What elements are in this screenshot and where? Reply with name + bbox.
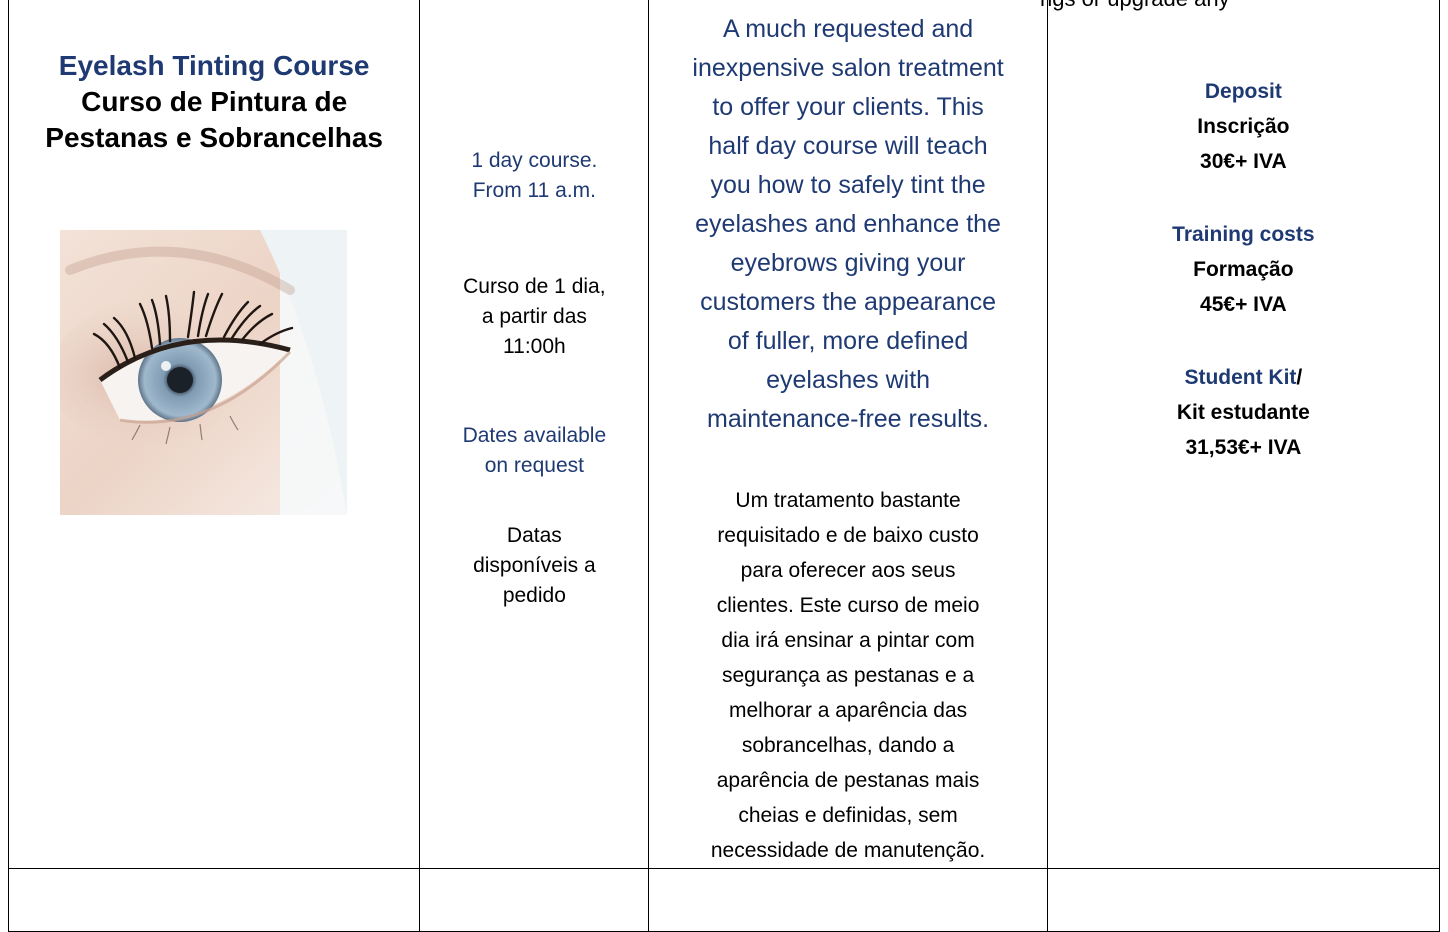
description-en-line: of fuller, more defined [727, 327, 969, 355]
empty-cell [648, 868, 1048, 932]
description-en: A much requested and inexpensive salon t… [663, 10, 1032, 439]
description-pt-line: segurança as pestanas e a [721, 664, 975, 687]
deposit-label-pt: Inscrição [1197, 115, 1290, 138]
description-en-line: to offer your clients. This [712, 93, 984, 121]
description-cell: A much requested and inexpensive salon t… [648, 0, 1048, 869]
description-en-line: you how to safely tint the [710, 171, 986, 199]
description-pt-line: sobrancelhas, dando a [741, 734, 955, 757]
course-title-pt-line1: Curso de Pintura de [81, 86, 348, 117]
course-title-pt-line2: Pestanas e Sobrancelhas [45, 122, 383, 153]
course-row: Eyelash Tinting Course Curso de Pintura … [7, 0, 1441, 869]
description-en-line: customers the appearance [700, 288, 997, 316]
description-pt-line: melhorar a aparência das [729, 699, 968, 722]
description-en-line: half day course will teach [708, 132, 988, 160]
training-price: 45€+ IVA [1200, 293, 1287, 316]
deposit-price: 30€+ IVA [1200, 150, 1287, 173]
description-pt-line: necessidade de manutenção. [710, 839, 986, 862]
kit-price: 31,53€+ IVA [1185, 436, 1302, 459]
empty-row [7, 868, 1441, 932]
eye-photo [60, 230, 347, 515]
duration-pt-line2: a partir das [481, 305, 587, 328]
pricing-cell: Deposit Inscrição 30€+ IVA Training cost… [1046, 0, 1441, 869]
description-en-line: eyelashes and enhance the [695, 210, 1001, 238]
course-table: Eyelash Tinting Course Curso de Pintura … [7, 0, 1441, 932]
kit-label-en: Student Kit [1184, 366, 1297, 389]
description-en-line: eyebrows giving your [730, 249, 966, 277]
dates-en-line1: Dates available [462, 424, 607, 447]
duration-en-line2: From 11 a.m. [472, 179, 597, 202]
description-pt-line: requisitado e de baixo custo [717, 524, 979, 547]
empty-cell [7, 868, 421, 932]
description-en-line: eyelashes with [766, 366, 931, 394]
description-pt: Um tratamento bastante requisitado e de … [663, 483, 1032, 868]
description-pt-line: cheias e definidas, sem [738, 804, 958, 827]
kit-slash: / [1296, 366, 1303, 389]
duration-pt-line3: 11:00h [503, 335, 566, 358]
dates-pt-line1: Datas [506, 524, 562, 547]
dates-pt-line2: disponíveis a [473, 554, 596, 577]
description-en-line: inexpensive salon treatment [692, 54, 1004, 82]
kit-label-en-row: Student Kit/ [1048, 360, 1439, 395]
course-title-cell: Eyelash Tinting Course Curso de Pintura … [7, 0, 421, 869]
training-label-en: Training costs [1172, 223, 1315, 246]
deposit-label-en: Deposit [1204, 80, 1282, 103]
description-pt-line: para oferecer aos seus [740, 559, 956, 582]
description-pt-line: clientes. Este curso de meio [716, 594, 980, 617]
empty-cell [1046, 868, 1441, 932]
description-pt-line: Um tratamento bastante [735, 489, 961, 512]
dates-pt-line3: pedido [502, 584, 566, 607]
duration-en-line1: 1 day course. [471, 149, 598, 172]
description-en-line: A much requested and [722, 15, 974, 43]
empty-cell [419, 868, 650, 932]
training-label-pt: Formação [1193, 258, 1294, 281]
dates-en-line2: on request [484, 454, 584, 477]
description-en-line: maintenance-free results. [707, 405, 990, 433]
schedule-cell: 1 day course. From 11 a.m. Curso de 1 di… [419, 0, 650, 869]
description-pt-line: dia irá ensinar a pintar com [721, 629, 975, 652]
description-pt-line: aparência de pestanas mais [716, 769, 980, 792]
duration-pt-line1: Curso de 1 dia, [463, 275, 606, 298]
course-title-en: Eyelash Tinting Course [58, 50, 370, 81]
kit-label-pt: Kit estudante [1176, 401, 1310, 424]
